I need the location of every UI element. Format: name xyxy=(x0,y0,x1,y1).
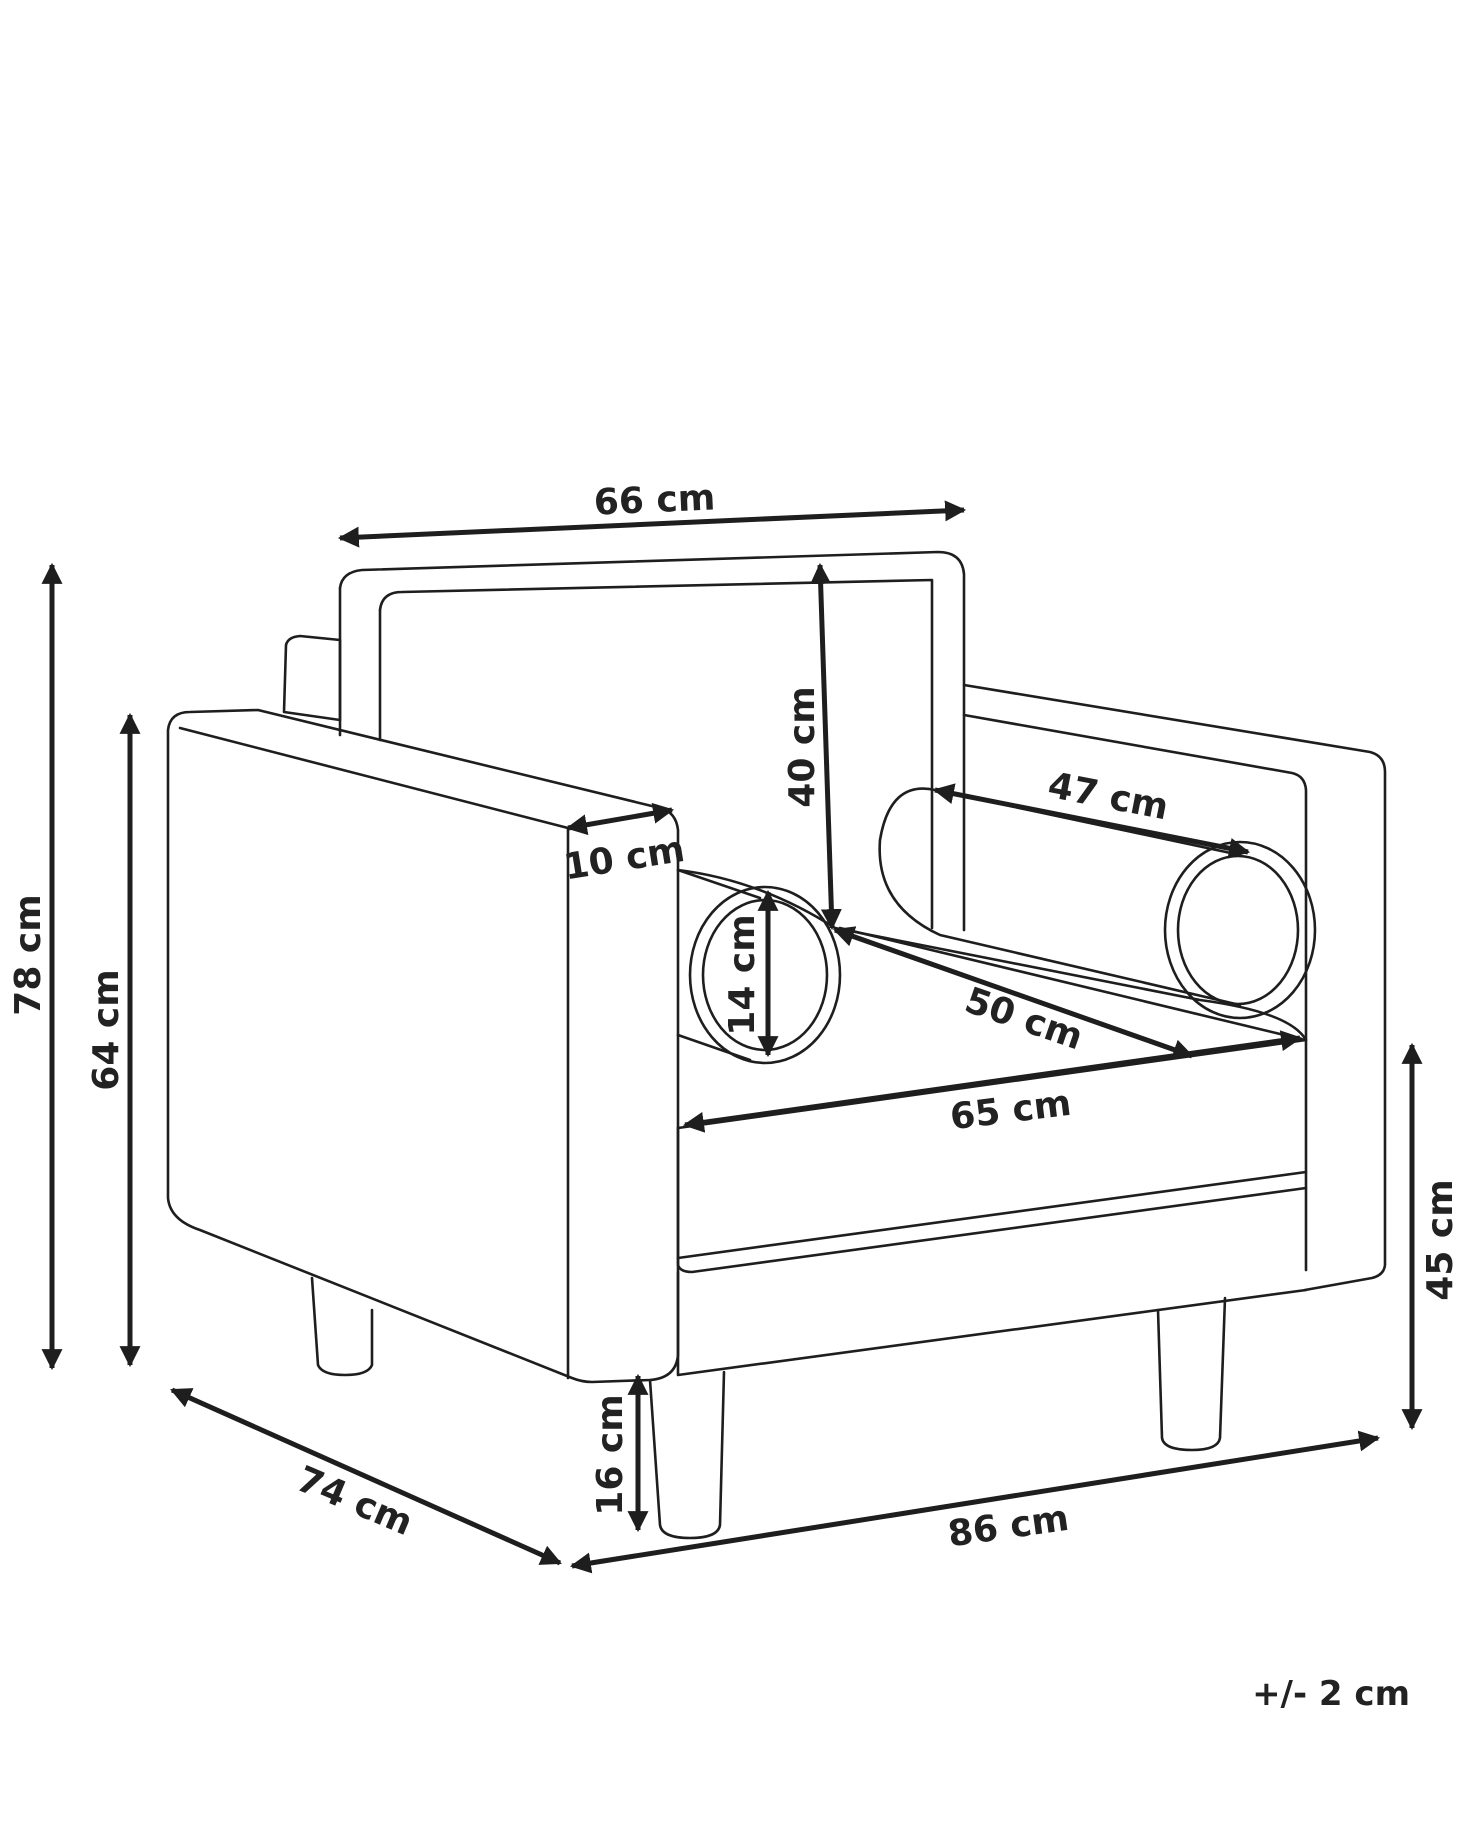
arrow-bolster-length xyxy=(932,783,1251,859)
label-back-width: 66 cm xyxy=(593,477,716,523)
label-leg-height: 16 cm xyxy=(590,1394,631,1515)
right-arm xyxy=(962,683,1387,1292)
dimension-arrows xyxy=(41,500,1423,1574)
arrow-depth xyxy=(170,1387,562,1566)
dimension-labels: 78 cm 64 cm 66 cm 40 cm 10 cm 47 cm 14 c… xyxy=(8,477,1461,1555)
back-arm-sliver xyxy=(282,634,342,722)
arrow-arm-width xyxy=(565,802,675,836)
right-bolster xyxy=(878,787,1242,1007)
left-bolster xyxy=(676,868,762,900)
label-bolster-diameter: 14 cm xyxy=(722,914,763,1035)
tolerance-note: +/- 2 cm xyxy=(1252,1674,1410,1714)
label-width: 86 cm xyxy=(945,1498,1071,1556)
arrow-seat-width xyxy=(682,1030,1303,1133)
arrow-back-height xyxy=(810,562,842,931)
label-bolster-length: 47 cm xyxy=(1045,765,1172,828)
leg-front-right xyxy=(1156,1296,1227,1452)
arrow-back-width xyxy=(337,500,967,548)
leg-front-middle xyxy=(648,1370,726,1540)
label-seat-width: 65 cm xyxy=(948,1083,1074,1138)
seat-base xyxy=(676,1186,1308,1274)
label-total-height: 78 cm xyxy=(8,894,49,1015)
front-arm xyxy=(166,708,680,1384)
armchair-outline xyxy=(166,550,1387,1540)
label-arm-height: 64 cm xyxy=(86,969,127,1090)
label-seat-depth: 50 cm xyxy=(960,980,1088,1058)
backrest xyxy=(338,550,966,932)
label-arm-width: 10 cm xyxy=(561,829,687,888)
arrow-width xyxy=(569,1430,1381,1574)
label-back-height: 40 cm xyxy=(782,686,823,807)
label-seat-height: 45 cm xyxy=(1420,1179,1461,1300)
backrest-cushion xyxy=(378,578,934,930)
leg-back-left xyxy=(310,1276,374,1377)
